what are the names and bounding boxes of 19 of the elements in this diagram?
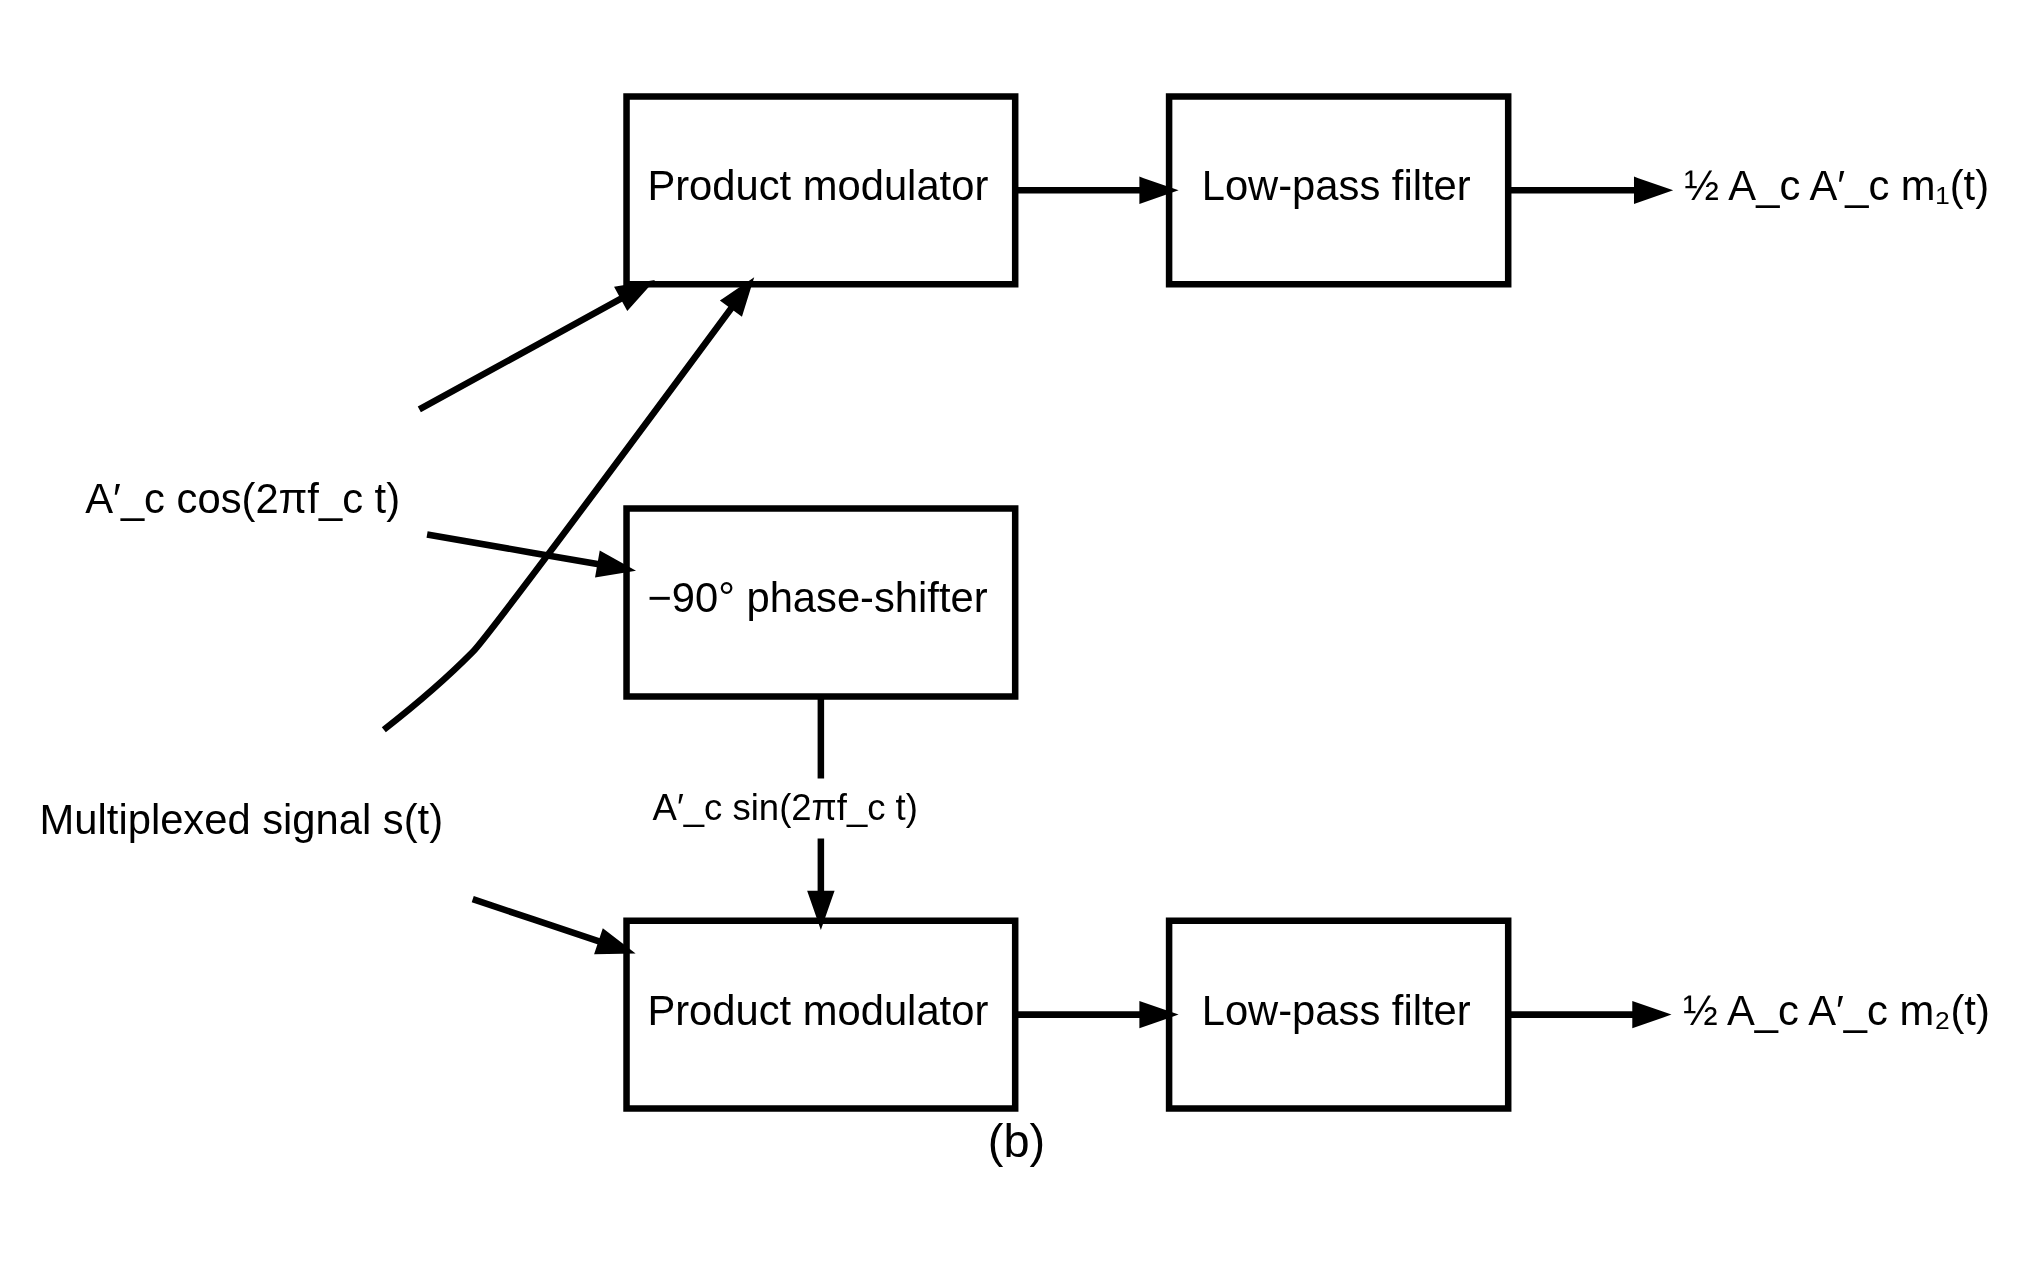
- node-box: Product modulator: [623, 916, 1019, 1112]
- node-box: Low-pass filter: [1165, 92, 1512, 287]
- node-text: A′_c cos(2πf_c t): [85, 474, 401, 522]
- caption: (b): [987, 1113, 1046, 1167]
- node-text: ½ A_c A′_c m₁(t): [1684, 161, 1990, 209]
- node-text: ½ A_c A′_c m₂(t): [1682, 986, 1990, 1034]
- node-box: −90° phase-shifter: [623, 504, 1019, 700]
- arrow: [1508, 176, 1674, 204]
- arrow: [426, 530, 636, 578]
- edge-label: A′_c sin(2πf_c t): [652, 786, 918, 828]
- node-text: Multiplexed signal s(t): [39, 795, 444, 843]
- arrow: [381, 276, 755, 732]
- node-box: Product modulator: [623, 92, 1019, 287]
- node-box: Low-pass filter: [1165, 916, 1512, 1112]
- arrow: [471, 895, 636, 954]
- arrow: [1508, 1000, 1672, 1028]
- arrow: [1015, 1000, 1179, 1028]
- arrow: [417, 279, 656, 412]
- arrow: [1015, 176, 1179, 204]
